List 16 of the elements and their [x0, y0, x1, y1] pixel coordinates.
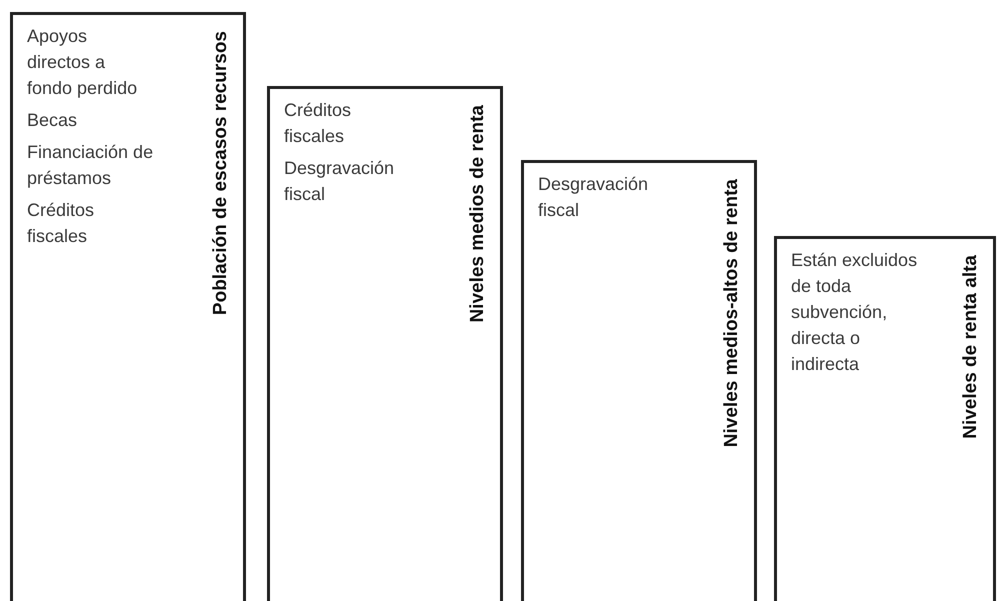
vertical-heading: Niveles de renta alta — [959, 255, 982, 439]
vertical-heading: Niveles medios de renta — [466, 105, 489, 323]
list-item: Desgravación fiscal — [538, 173, 650, 222]
column-box — [10, 12, 246, 601]
list-item: Becas — [27, 109, 78, 132]
vertical-heading: Población de escasos recursos — [209, 31, 232, 316]
list-item: Apoyos directos a fondo perdido — [27, 25, 138, 100]
column-box — [267, 86, 503, 601]
list-item: Financiación de préstamos — [27, 141, 154, 190]
list-item: Desgravación fiscal — [284, 157, 396, 206]
list-item: Créditos fiscales — [27, 199, 96, 248]
vertical-heading: Niveles medios-altos de renta — [720, 179, 743, 448]
list-item: Créditos fiscales — [284, 99, 352, 148]
list-item: Están excluidos de toda subvención, directa o indirecta — [791, 249, 918, 376]
column-box — [521, 160, 757, 601]
column-box — [774, 236, 996, 601]
